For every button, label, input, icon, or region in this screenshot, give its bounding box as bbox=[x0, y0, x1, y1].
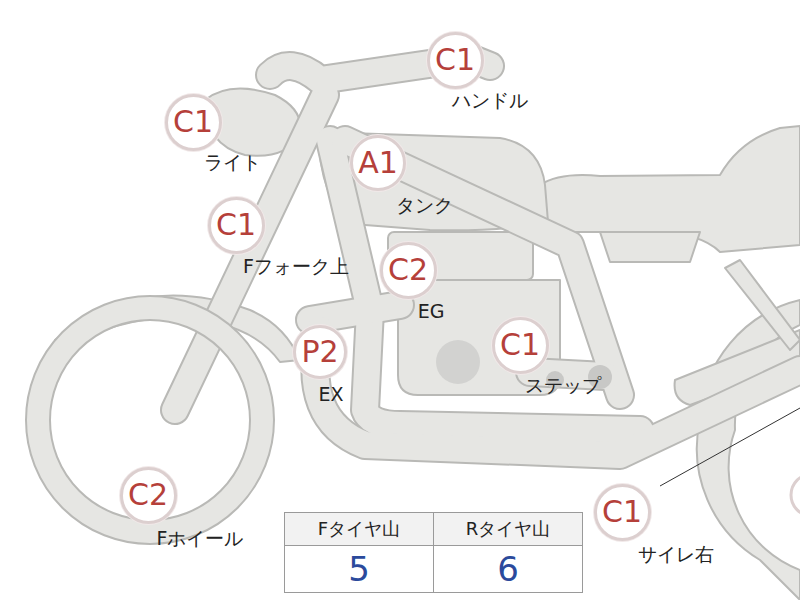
part-name: Fホイール bbox=[157, 528, 244, 549]
grade-callout: C2Fホイール bbox=[120, 467, 207, 545]
grade-code: C1 bbox=[208, 197, 265, 254]
part-name: Fフォーク上 bbox=[243, 256, 349, 277]
side-cover bbox=[600, 232, 700, 262]
grade-callout: C1サイレ右 bbox=[594, 484, 670, 562]
grade-callout: C2EG bbox=[380, 242, 437, 320]
table-value: 6 bbox=[433, 545, 583, 593]
grade-code: A1 bbox=[350, 135, 406, 191]
grade-callout: C1Fフォーク上 bbox=[208, 197, 314, 275]
part-name: サイレ右 bbox=[638, 544, 714, 565]
part-name: ハンドル bbox=[452, 90, 528, 111]
grade-callout: A1タンク bbox=[350, 135, 407, 212]
engine-cover bbox=[436, 340, 480, 384]
part-name: タンク bbox=[396, 195, 453, 216]
table-header: Rタイヤ山 bbox=[433, 512, 583, 546]
table-header: Fタイヤ山 bbox=[284, 512, 434, 546]
callout-circle bbox=[791, 474, 800, 516]
part-name: ライト bbox=[204, 152, 261, 173]
grade-code: C1 bbox=[427, 32, 484, 89]
grade-code: C2 bbox=[120, 467, 177, 524]
table-value: 5 bbox=[284, 545, 434, 593]
part-name: EG bbox=[418, 301, 445, 322]
exhaust-pipe bbox=[315, 330, 800, 455]
leader-line bbox=[660, 408, 800, 486]
part-name: EX bbox=[318, 384, 343, 405]
grade-code: C2 bbox=[380, 242, 437, 299]
grade-code: C1 bbox=[594, 484, 651, 541]
grade-code: P2 bbox=[293, 325, 347, 379]
grade-callout: C1ライト bbox=[165, 94, 222, 172]
grade-code: C1 bbox=[165, 94, 222, 151]
grade-callout: P2EX bbox=[293, 325, 347, 400]
grade-callout: C1ステップ bbox=[492, 317, 568, 395]
front-wheel bbox=[38, 308, 262, 532]
grade-code: C1 bbox=[492, 317, 549, 374]
rear-shock bbox=[725, 260, 800, 350]
grade-callout: C1ハンドル bbox=[427, 32, 503, 110]
part-name: ステップ bbox=[525, 375, 601, 396]
